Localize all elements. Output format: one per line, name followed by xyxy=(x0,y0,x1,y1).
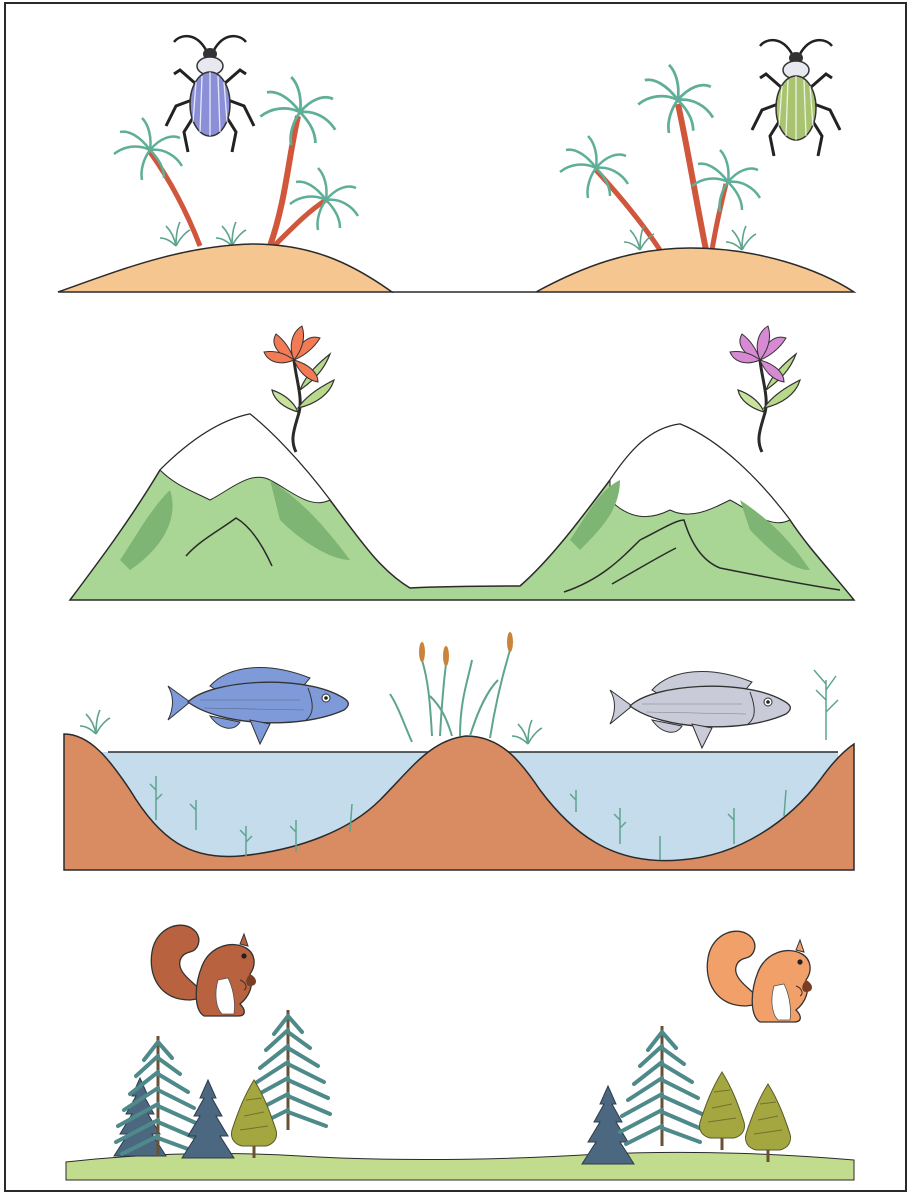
panel-lakes xyxy=(64,632,854,870)
squirrel-dark-icon xyxy=(151,925,256,1016)
island-left xyxy=(58,244,392,292)
flower-pink-icon xyxy=(730,326,800,452)
spruce-tree-icon xyxy=(114,1010,704,1164)
fish-blue-icon xyxy=(168,668,348,744)
panel-forest xyxy=(66,925,854,1180)
flower-orange-icon xyxy=(264,326,334,452)
mountain-icon xyxy=(70,414,854,600)
palm-tree-icon xyxy=(560,65,760,250)
island-right xyxy=(536,248,854,292)
fish-yellow-icon xyxy=(610,672,790,748)
beetle-blue-icon xyxy=(166,36,254,152)
snow-cap-right xyxy=(610,424,790,523)
pine-tree-icon xyxy=(231,1072,790,1162)
beetle-green-icon xyxy=(752,40,840,156)
squirrel-light-icon xyxy=(707,931,812,1022)
panel-mountains xyxy=(70,326,854,600)
panel-islands xyxy=(58,36,854,292)
